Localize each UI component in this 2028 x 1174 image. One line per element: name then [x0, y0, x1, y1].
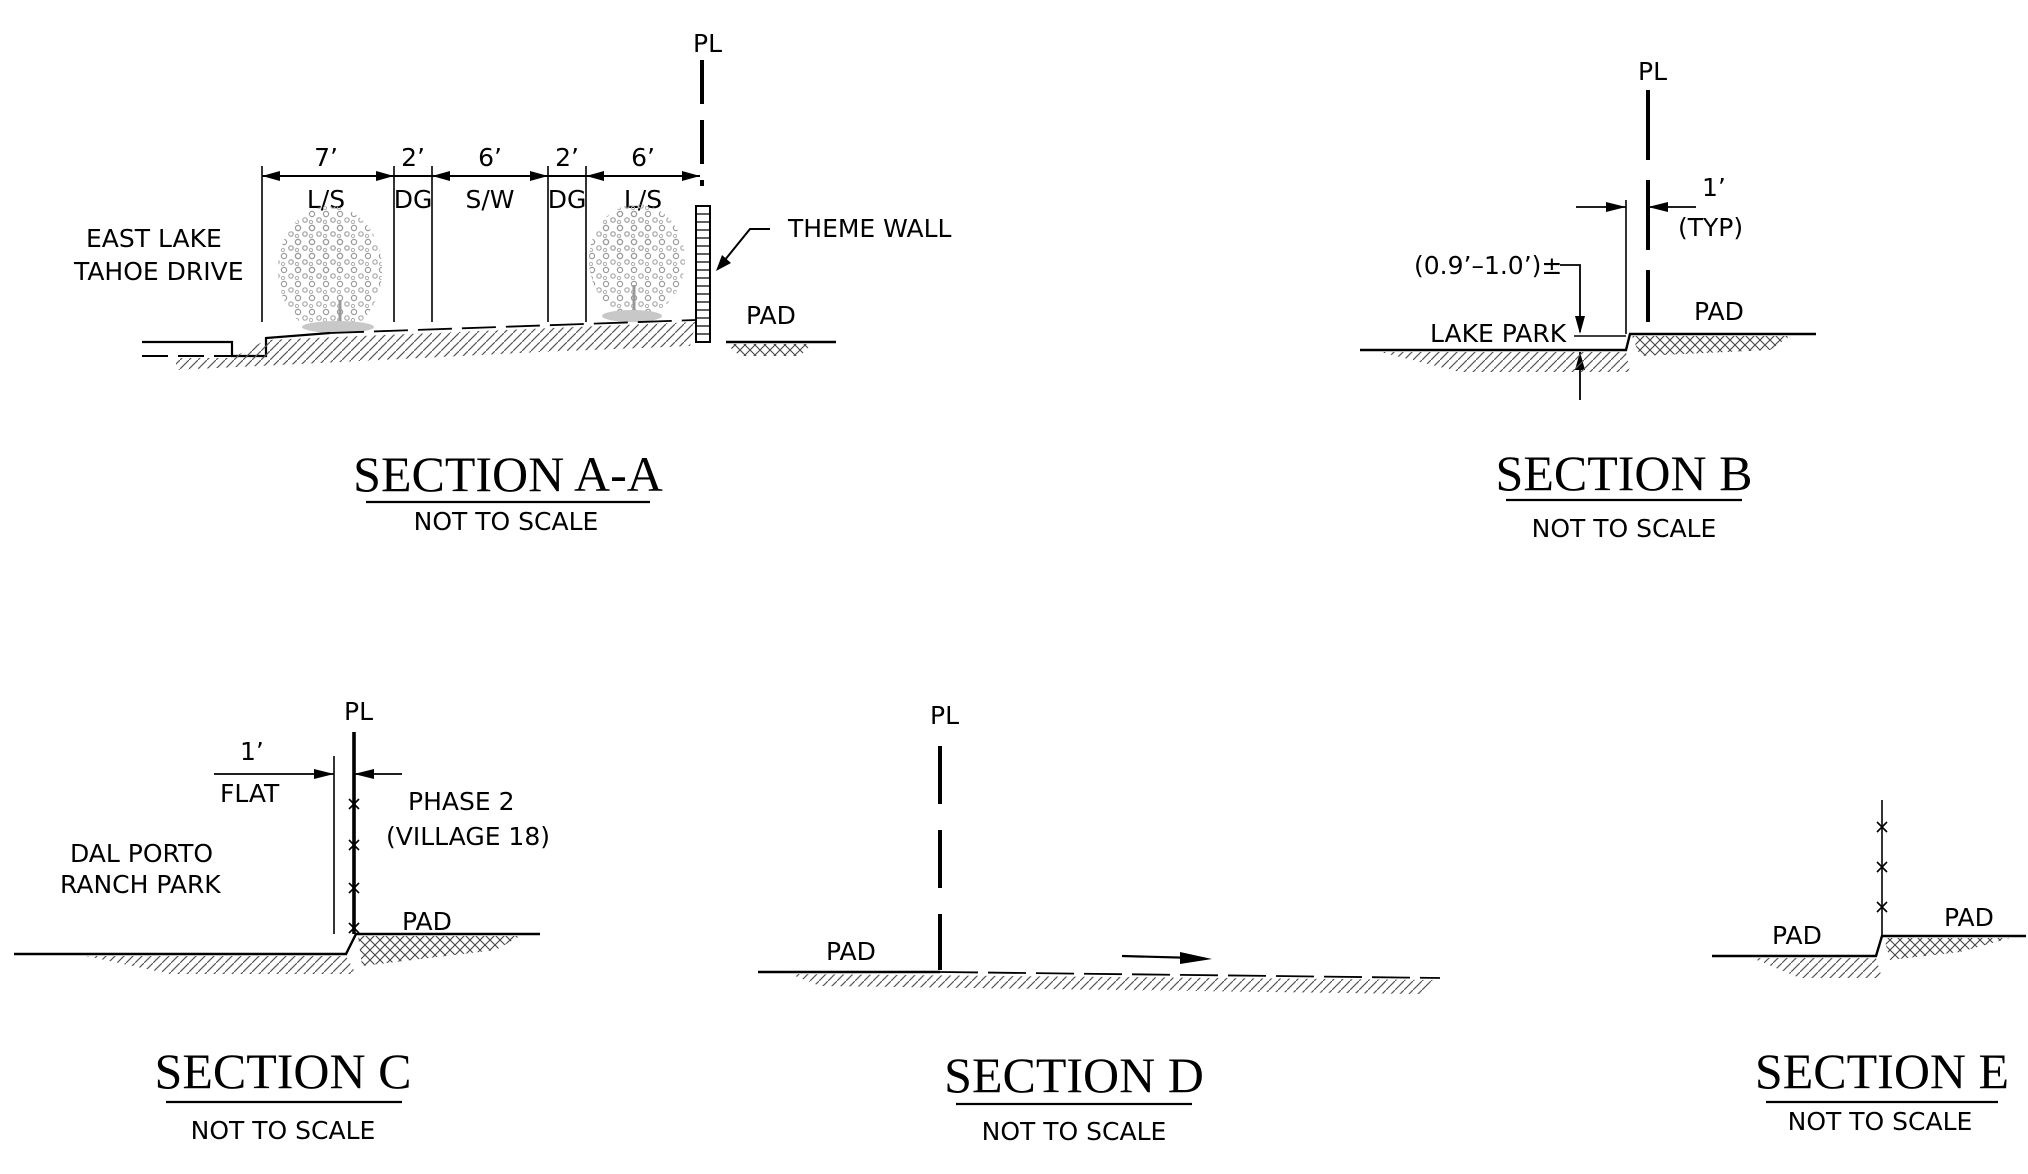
section-b-title: SECTION B: [1496, 445, 1753, 501]
road-label-line1: EAST LAKE: [86, 224, 222, 253]
left-label-line1: DAL PORTO: [70, 839, 213, 868]
dim-value: 1’: [1702, 173, 1726, 202]
property-line-marker: PL: [930, 701, 959, 970]
section-e: PAD PAD SECTION E NOT TO SCALE: [1712, 800, 2026, 1136]
pad-label: PAD: [1694, 297, 1744, 326]
property-line-marker: PL: [1638, 57, 1667, 322]
drainage-arrow: [1121, 952, 1212, 964]
left-label: LAKE PARK: [1430, 319, 1567, 348]
section-c: PL 1’ FLAT PHASE 2 (VILLAGE 18) DAL PORT…: [14, 697, 550, 1145]
ground-profile: [142, 319, 836, 370]
dim-2-zone: DG: [394, 185, 433, 214]
pl-symbol: PL: [693, 29, 722, 58]
dim-note: FLAT: [220, 779, 280, 808]
section-d-title: SECTION D: [944, 1047, 1204, 1103]
section-d-subtitle: NOT TO SCALE: [982, 1117, 1167, 1146]
pl-symbol: PL: [1638, 57, 1667, 86]
pad-right-label: PAD: [1944, 903, 1994, 932]
theme-wall-label: THEME WALL: [787, 214, 952, 243]
road-label-line2: TAHOE DRIVE: [73, 257, 244, 286]
section-c-subtitle: NOT TO SCALE: [191, 1116, 376, 1145]
pad-label: PAD: [826, 937, 876, 966]
section-b: PL 1’ (TYP) (0.9’–1.0’)± LAKE PARK PAD S…: [1360, 57, 1816, 543]
dim-4-zone: DG: [548, 185, 587, 214]
dim-3-value: 6’: [478, 143, 502, 172]
section-c-title: SECTION C: [155, 1043, 412, 1099]
section-e-subtitle: NOT TO SCALE: [1788, 1107, 1973, 1136]
property-line-marker: PL: [693, 29, 722, 186]
dim-4-value: 2’: [555, 143, 579, 172]
right-label-line2: (VILLAGE 18): [386, 822, 550, 851]
pad-label: PAD: [746, 301, 796, 330]
pl-symbol: PL: [930, 701, 959, 730]
dim-3-zone: S/W: [465, 185, 514, 214]
dim-note: (TYP): [1678, 213, 1743, 242]
ground-profile: [1360, 332, 1816, 372]
section-e-title: SECTION E: [1755, 1043, 2009, 1099]
dim-value: 1’: [240, 737, 264, 766]
ground-profile: [14, 932, 540, 974]
left-label-line2: RANCH PARK: [60, 870, 221, 899]
pl-symbol: PL: [344, 697, 373, 726]
tree-right: [589, 204, 685, 322]
dim-2-value: 2’: [401, 143, 425, 172]
property-line-marker: PL: [344, 697, 373, 934]
ground-profile: [1712, 934, 2026, 978]
right-label-line1: PHASE 2: [408, 787, 515, 816]
ground-profile: [758, 970, 1441, 994]
theme-wall: THEME WALL: [695, 205, 952, 343]
pad-left-label: PAD: [1772, 921, 1822, 950]
section-b-subtitle: NOT TO SCALE: [1532, 514, 1717, 543]
section-d: PL PAD SECTION D NOT TO SCALE: [758, 701, 1441, 1146]
height-label: (0.9’–1.0’)±: [1414, 251, 1562, 280]
tree-left: [278, 206, 382, 334]
section-aa-subtitle: NOT TO SCALE: [414, 507, 599, 536]
dim-1-value: 7’: [314, 143, 338, 172]
dim-5-value: 6’: [631, 143, 655, 172]
section-aa-title: SECTION A-A: [353, 446, 663, 502]
dimension-string: 7’ L/S 2’ DG 6’ S/W 2’ DG 6’ L/S: [261, 143, 700, 322]
pad-label: PAD: [402, 907, 452, 936]
section-aa: PL 7’ L/S 2’ DG 6’ S/W 2’ DG 6’ L/: [73, 29, 952, 536]
